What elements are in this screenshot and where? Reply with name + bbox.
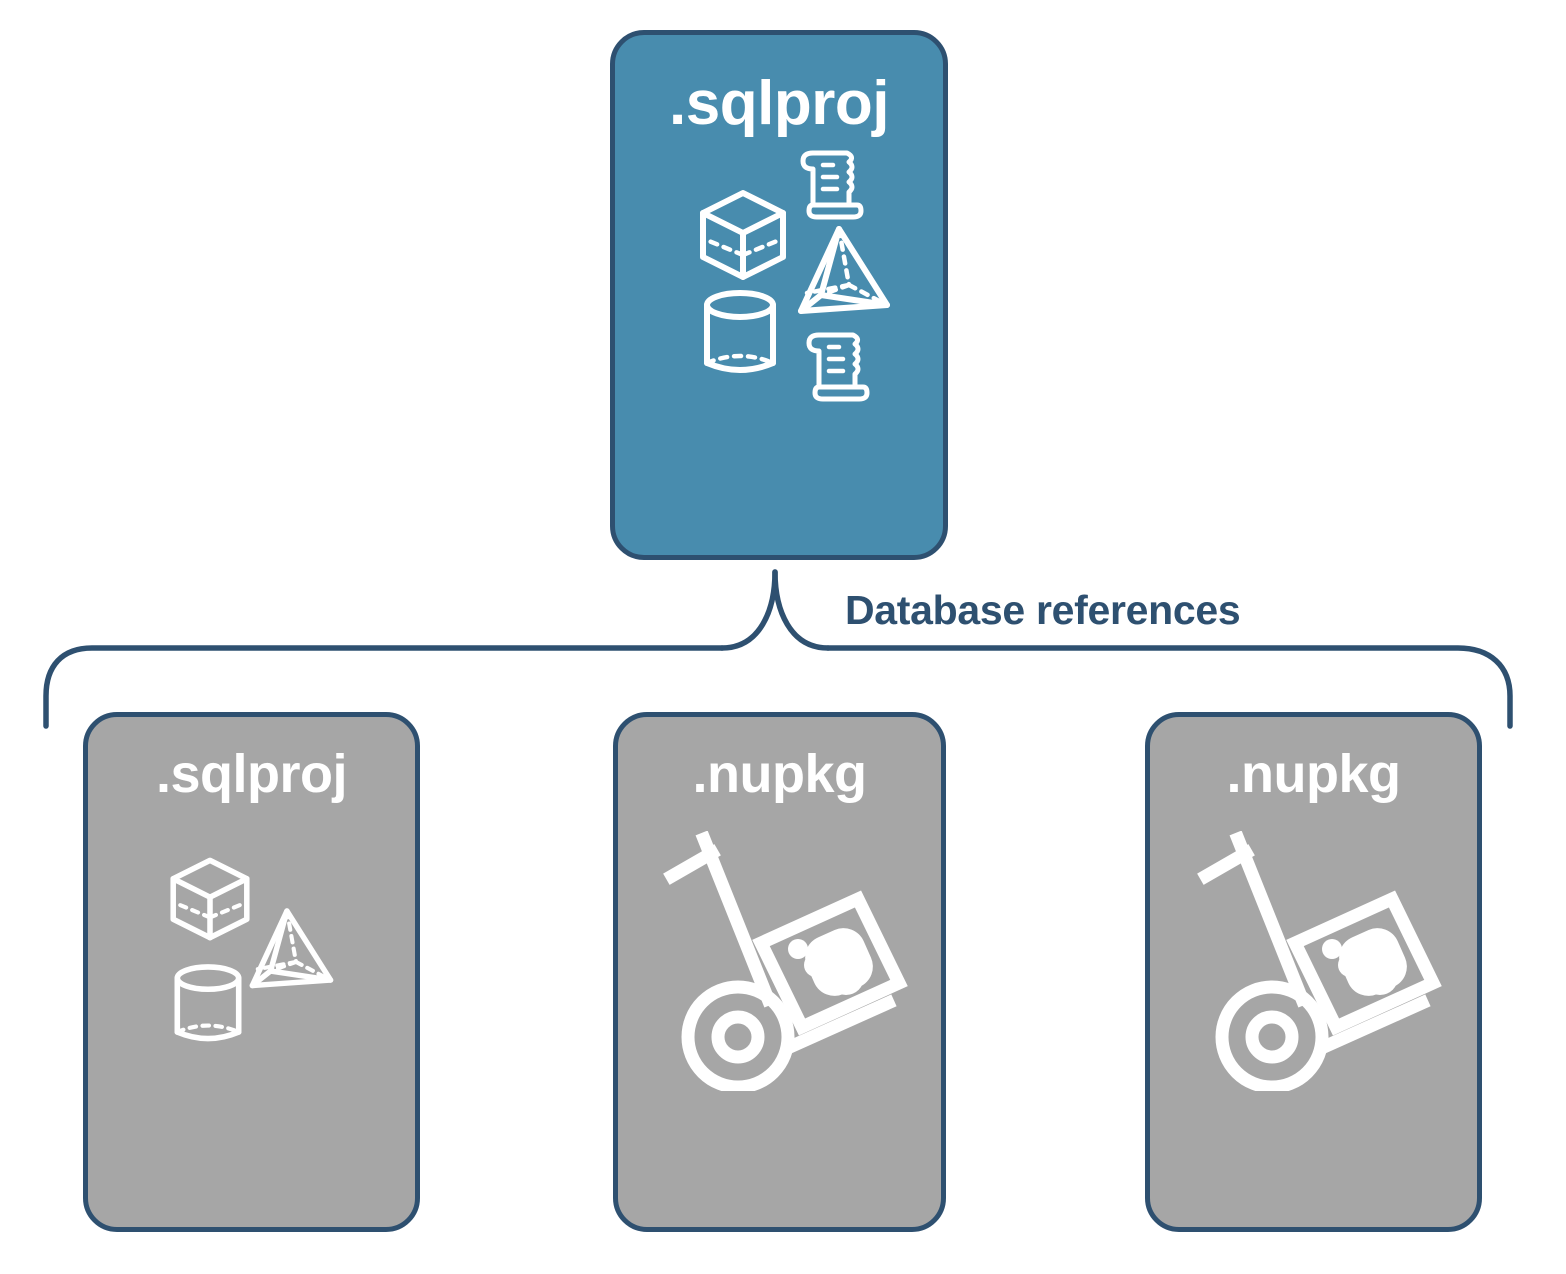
wireframe-cube-icon (700, 190, 786, 280)
reference-card-icon-area (1150, 801, 1477, 1227)
nuget-package-dolly-icon (663, 831, 908, 1091)
reference-card-nupkg-2[interactable]: .nupkg (1145, 712, 1482, 1232)
reference-card-icon-area (88, 801, 415, 1227)
wireframe-pyramid-icon (249, 908, 334, 989)
root-card-title: .sqlproj (669, 69, 889, 138)
wireframe-pyramid-icon (798, 226, 890, 314)
reference-card-icon-area (618, 801, 941, 1227)
reference-card-sqlproj[interactable]: .sqlproj (83, 712, 420, 1232)
wireframe-cube-icon (170, 857, 250, 941)
reference-card-title: .nupkg (1226, 744, 1401, 804)
reference-card-title: .nupkg (692, 744, 867, 804)
scroll-icon (800, 150, 864, 220)
bracket-label: Database references (845, 587, 1241, 633)
wireframe-cylinder-icon (174, 964, 242, 1042)
root-card-icon-area (615, 135, 943, 555)
scroll-icon (806, 332, 870, 402)
wireframe-cylinder-icon (704, 290, 776, 373)
root-card-sqlproj[interactable]: .sqlproj (610, 30, 948, 560)
reference-card-title: .sqlproj (155, 744, 348, 804)
nuget-package-dolly-icon (1197, 831, 1442, 1091)
reference-card-nupkg-1[interactable]: .nupkg (613, 712, 946, 1232)
